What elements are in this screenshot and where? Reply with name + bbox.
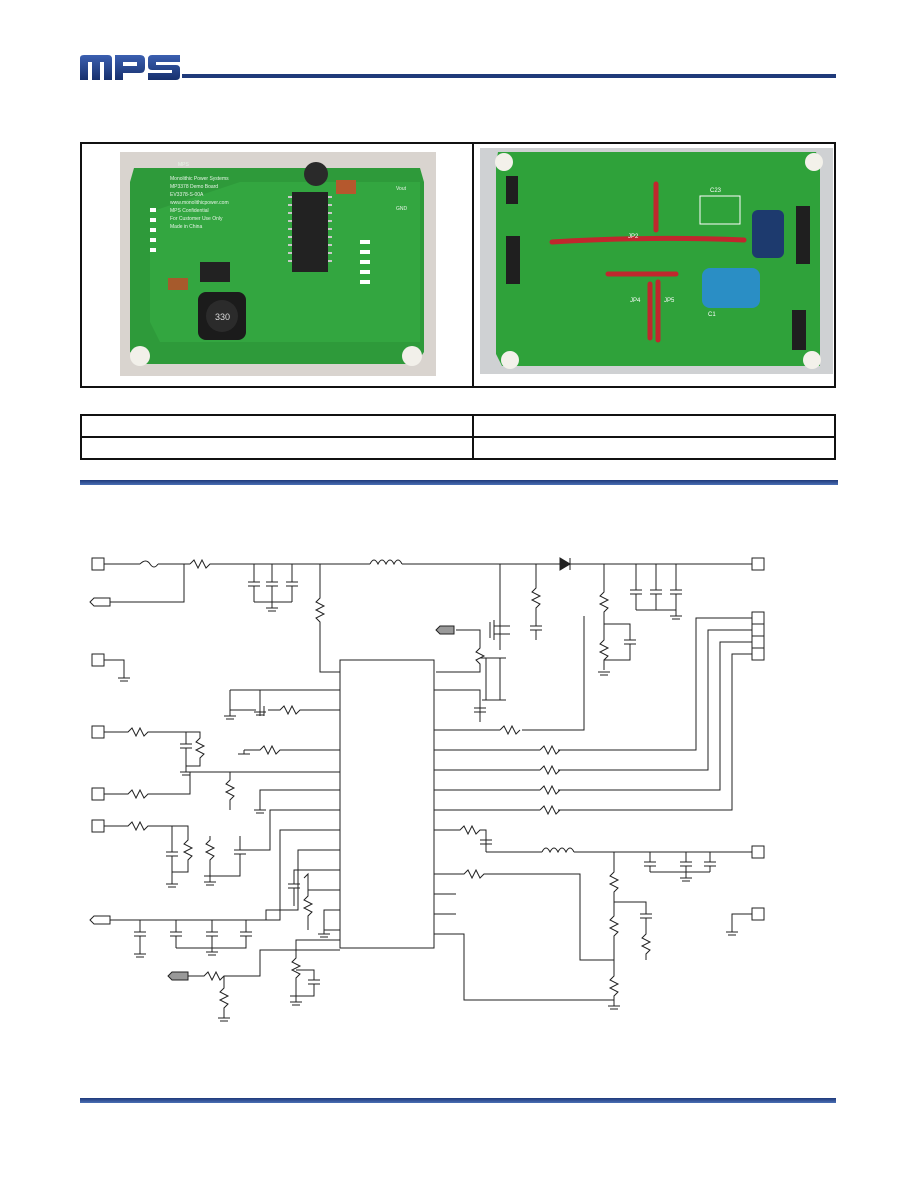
svg-text:JP4: JP4 — [630, 298, 641, 304]
svg-text:JP2: JP2 — [628, 234, 639, 240]
caption-table-rule — [80, 436, 836, 438]
svg-text:MP3378 Demo Board: MP3378 Demo Board — [170, 184, 218, 190]
controller-ic — [339, 659, 435, 949]
svg-text:Monolithic Power Systems: Monolithic Power Systems — [170, 176, 229, 182]
input-terminal — [91, 557, 105, 571]
circuit-schematic — [89, 557, 765, 1022]
svg-text:Vout: Vout — [396, 186, 407, 192]
svg-text:C23: C23 — [710, 188, 722, 194]
photo-frame — [80, 142, 836, 388]
board-top-photo: MPS Monolithic Power Systems MP3378 Demo… — [120, 152, 436, 376]
header-rule — [182, 74, 836, 78]
svg-text:www.monolithicpower.com: www.monolithicpower.com — [170, 200, 229, 206]
section-rule — [80, 480, 838, 485]
svg-text:Made in China: Made in China — [170, 224, 202, 230]
board-bottom-photo: C23 JP2 JP4 JP5 C1 — [480, 148, 833, 374]
svg-text:EV3378-S-00A: EV3378-S-00A — [170, 192, 204, 198]
svg-text:GND: GND — [396, 206, 408, 212]
photo-divider — [472, 142, 474, 388]
mps-logo — [80, 55, 180, 80]
silkscreen-text: MPS Monolithic Power Systems MP3378 Demo… — [170, 162, 408, 230]
svg-text:For Customer Use Only: For Customer Use Only — [170, 216, 223, 222]
footer-rule — [80, 1098, 836, 1103]
svg-text:C1: C1 — [708, 312, 716, 318]
svg-text:MPS: MPS — [178, 162, 190, 168]
svg-text:MPS Confidential: MPS Confidential — [170, 208, 209, 214]
svg-text:330: 330 — [215, 312, 230, 322]
caption-table-divider — [472, 414, 474, 460]
svg-text:JP5: JP5 — [664, 298, 675, 304]
